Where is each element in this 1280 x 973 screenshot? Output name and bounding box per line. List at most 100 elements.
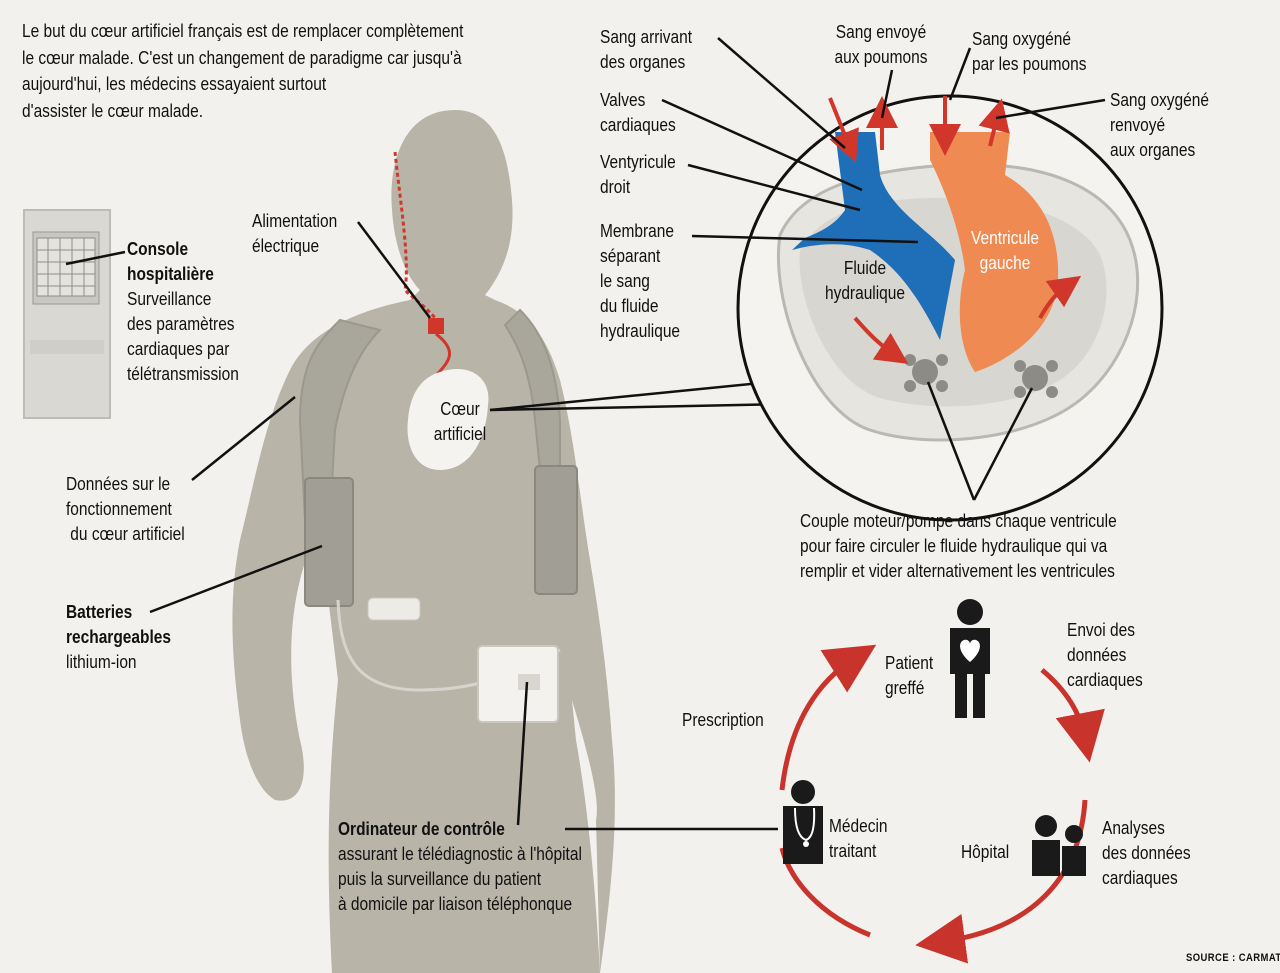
label-line: des organes [600,52,686,72]
label-line: droit [600,177,631,197]
console-title: Console [127,239,189,259]
couple-label: Couple moteur/pompe dans chaque ventricu… [800,509,1117,584]
ordinateur-title: Ordinateur de contrôle [338,819,505,839]
ordinateur-desc: assurant le télédiagnostic à l'hôpital [338,844,582,864]
sang-oxygene-label: Sang oxygéné par les poumons [972,27,1086,77]
ordinateur-desc: à domicile par liaison téléphonque [338,894,573,914]
label-line: Cœur [440,399,480,419]
ordinateur-label: Ordinateur de contrôle assurant le téléd… [338,817,582,917]
valves-label: Valves cardiaques [600,88,676,138]
pump-rotor-right [1014,360,1058,398]
console-label: Console hospitalière Surveillance des pa… [127,237,239,387]
label-line: aux poumons [834,47,928,67]
label-line: Membrane [600,221,675,241]
ventricule-gauche-label: Ventricule gauche [962,226,1048,276]
label-line: Envoi des [1067,620,1135,640]
label-line: Ventricule [971,228,1039,248]
label-line: traitant [829,841,877,861]
batteries-title: Batteries [66,602,133,622]
label-line: renvoyé [1110,115,1166,135]
intro-line: aujourd'hui, les médecins essayaient sur… [22,74,327,94]
console-desc: Surveillance [127,289,212,309]
label-line: cardiaques [1102,868,1178,888]
heart-detail-circle [736,94,1164,522]
intro-text: Le but du cœur artificiel français est d… [22,18,463,124]
intro-line: d'assister le cœur malade. [22,100,204,121]
ventricule-droit-label: Ventyricule droit [600,150,676,200]
batteries-title: rechargeables [66,627,171,647]
leader-lines-left [65,221,791,831]
ordinateur-desc: puis la surveillance du patient [338,869,542,889]
sang-envoye-label: Sang envoyé aux poumons [829,20,934,70]
patient-label: Patient greffé [885,651,933,701]
label-line: cardiaques [1067,670,1143,690]
medecin-label: Médecin traitant [829,814,888,864]
source-credit: SOURCE : CARMAT [1186,952,1280,964]
leader-lines-heart [661,37,1106,501]
hospital-console [23,209,111,419]
alimentation-label: Alimentation électrique [252,209,337,259]
person-heart-icon [950,599,990,718]
artificial-heart-shape [407,368,489,470]
label-line: des données [1102,843,1191,863]
pump-rotor-left [904,354,948,392]
label-line: le sang [600,271,650,291]
label-line: Médecin [829,816,888,836]
screen-icon [36,237,96,297]
label-line: séparant [600,246,661,266]
label-line: Analyses [1102,818,1165,838]
label-line: remplir et vider alternativement les ven… [800,561,1115,581]
label-line: Données sur le [66,474,171,494]
envoi-label: Envoi des données cardiaques [1067,618,1143,693]
console-desc: télétransmission [127,364,239,384]
label-line: artificiel [433,424,487,444]
prescription-label: Prescription [682,708,764,733]
donnees-label: Données sur le fonctionnement du cœur ar… [66,472,185,547]
membrane-label: Membrane séparant le sang du fluide hydr… [600,219,680,344]
label-line: du cœur artificiel [66,524,185,544]
label-line: Prescription [682,710,764,730]
intro-line: Le but du cœur artificiel français est d… [22,21,464,41]
console-desc: cardiaques par [127,339,230,359]
label-line: données [1067,645,1127,665]
fluide-label: Fluide hydraulique [822,256,908,306]
patient-body [232,110,615,973]
console-title: hospitalière [127,264,214,284]
label-line: électrique [252,236,320,256]
analyses-label: Analyses des données cardiaques [1102,816,1191,891]
sang-renvoye-label: Sang oxygéné renvoyé aux organes [1110,88,1209,163]
label-line: Fluide [843,258,887,278]
label-line: cardiaques [600,115,676,135]
label-line: Alimentation [252,211,338,231]
label-line: Hôpital [961,842,1010,862]
coeur-artificiel-label: Cœur artificiel [426,397,495,447]
label-line: pour faire circuler le fluide hydrauliqu… [800,536,1108,556]
label-line: Patient [885,653,934,673]
doctor-icon [783,780,823,864]
label-line: Couple moteur/pompe dans chaque ventricu… [800,511,1117,531]
label-line: du fluide [600,296,659,316]
hopital-label: Hôpital [961,840,1009,865]
label-line: Sang oxygéné [972,29,1071,49]
intro-line: le cœur malade. C'est un changement de p… [22,47,462,68]
console-desc: des paramètres [127,314,235,334]
sang-arrivant-label: Sang arrivant des organes [600,25,692,75]
label-line: Valves [600,90,646,110]
label-line: hydraulique [600,321,681,341]
label-line: greffé [885,678,925,698]
hospital-people-icon [1032,815,1086,876]
label-line: hydraulique [824,283,906,303]
label-line: fonctionnement [66,499,172,519]
label-line: Sang envoyé [835,22,927,42]
label-line: Sang oxygéné [1110,90,1209,110]
label-line: par les poumons [972,54,1087,74]
label-line: Sang arrivant [600,27,693,47]
label-line: gauche [979,253,1031,273]
label-line: aux organes [1110,140,1196,160]
batteries-desc: lithium-ion [66,652,137,672]
care-cycle [779,599,1105,964]
batteries-label: Batteries rechargeables lithium-ion [66,600,171,675]
label-line: Ventyricule [600,152,676,172]
